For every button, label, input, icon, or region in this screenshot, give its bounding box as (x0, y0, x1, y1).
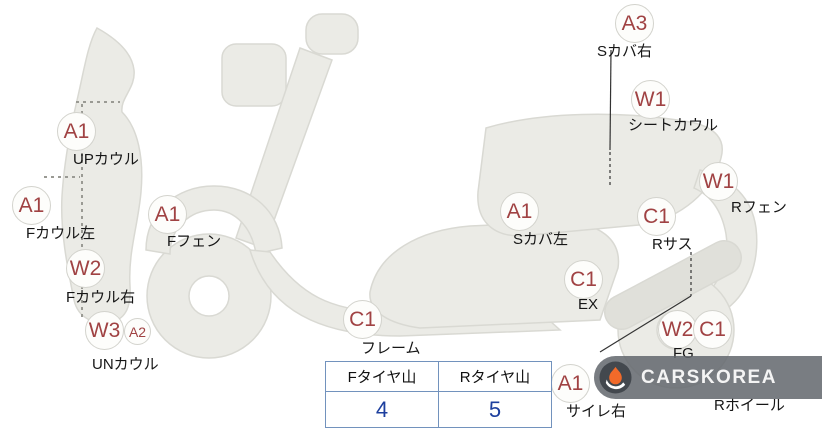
condition-code: A3 (621, 11, 648, 35)
condition-code: A1 (154, 202, 181, 226)
condition-marker-scover-left: A1 (500, 192, 539, 231)
condition-code: W3 (88, 318, 121, 342)
watermark-banner: CARSKOREA (594, 356, 822, 399)
tire-table-value-front: 4 (325, 391, 439, 428)
condition-marker-fg: W2 (658, 310, 697, 349)
under-seat-body-shape (369, 221, 620, 329)
tire-table-header-rear: Rタイヤ山 (438, 361, 552, 392)
condition-marker-ex: C1 (564, 260, 603, 299)
condition-label-rwheel: Rホイール (714, 397, 785, 414)
condition-marker-ffender: A1 (148, 195, 187, 234)
condition-label-rfender: Rフェン (731, 199, 787, 216)
flame-icon (599, 361, 632, 394)
condition-code: A1 (557, 371, 584, 395)
condition-code: A2 (128, 323, 147, 340)
condition-marker-scover-right: A3 (615, 4, 654, 43)
condition-code: A1 (18, 193, 45, 217)
condition-marker-upcowl: A1 (57, 112, 96, 151)
condition-label-silencer-right: サイレ右 (566, 403, 627, 420)
condition-label-fcowl-left: Fカウル左 (26, 225, 96, 242)
condition-label-rsus: Rサス (652, 236, 693, 253)
condition-marker-rsus: C1 (637, 197, 676, 236)
condition-code: C1 (570, 267, 597, 291)
condition-code: A1 (506, 199, 533, 223)
tire-tread-table: Fタイヤ山 Rタイヤ山 4 5 (325, 361, 552, 428)
condition-code: W1 (634, 87, 667, 111)
condition-label-fcowl-right: Fカウル右 (66, 289, 136, 306)
condition-label-scover-left: Sカバ左 (513, 231, 569, 248)
condition-marker-silencer-right: A1 (551, 364, 590, 403)
condition-code: C1 (699, 317, 726, 341)
brand-text: CARSKOREA (641, 366, 777, 388)
condition-code: W2 (661, 317, 694, 341)
condition-code: A1 (63, 119, 90, 143)
condition-label-ffender: Fフェン (167, 233, 222, 250)
condition-marker-rwheel: C1 (693, 310, 732, 349)
tire-table-header-front: Fタイヤ山 (325, 361, 439, 392)
condition-label-frame: フレーム (361, 340, 421, 357)
muffler-shape (604, 240, 742, 330)
condition-marker-rfender: W1 (699, 162, 738, 201)
condition-code: W1 (702, 169, 735, 193)
condition-marker-frame: C1 (343, 300, 382, 339)
condition-label-uncowl: UNカウル (92, 356, 159, 373)
condition-marker-uncowl: W3 (85, 311, 124, 350)
condition-marker-seatcowl: W1 (631, 80, 670, 119)
condition-code: C1 (349, 307, 376, 331)
condition-code: W2 (69, 256, 102, 280)
condition-marker-uncowl-secondary: A2 (124, 318, 151, 345)
tire-table-value-rear: 5 (438, 391, 552, 428)
handlebar-shape (305, 13, 359, 55)
condition-label-scover-right: Sカバ右 (597, 43, 653, 60)
condition-code: C1 (643, 204, 670, 228)
leader-lines (599, 49, 692, 353)
condition-label-upcowl: UPカウル (73, 151, 139, 168)
condition-label-ex: EX (578, 296, 599, 313)
headlight-shape (221, 43, 287, 107)
condition-marker-fcowl-left: A1 (12, 186, 51, 225)
condition-label-seatcowl: シートカウル (628, 117, 719, 134)
condition-marker-fcowl-right: W2 (66, 249, 105, 288)
